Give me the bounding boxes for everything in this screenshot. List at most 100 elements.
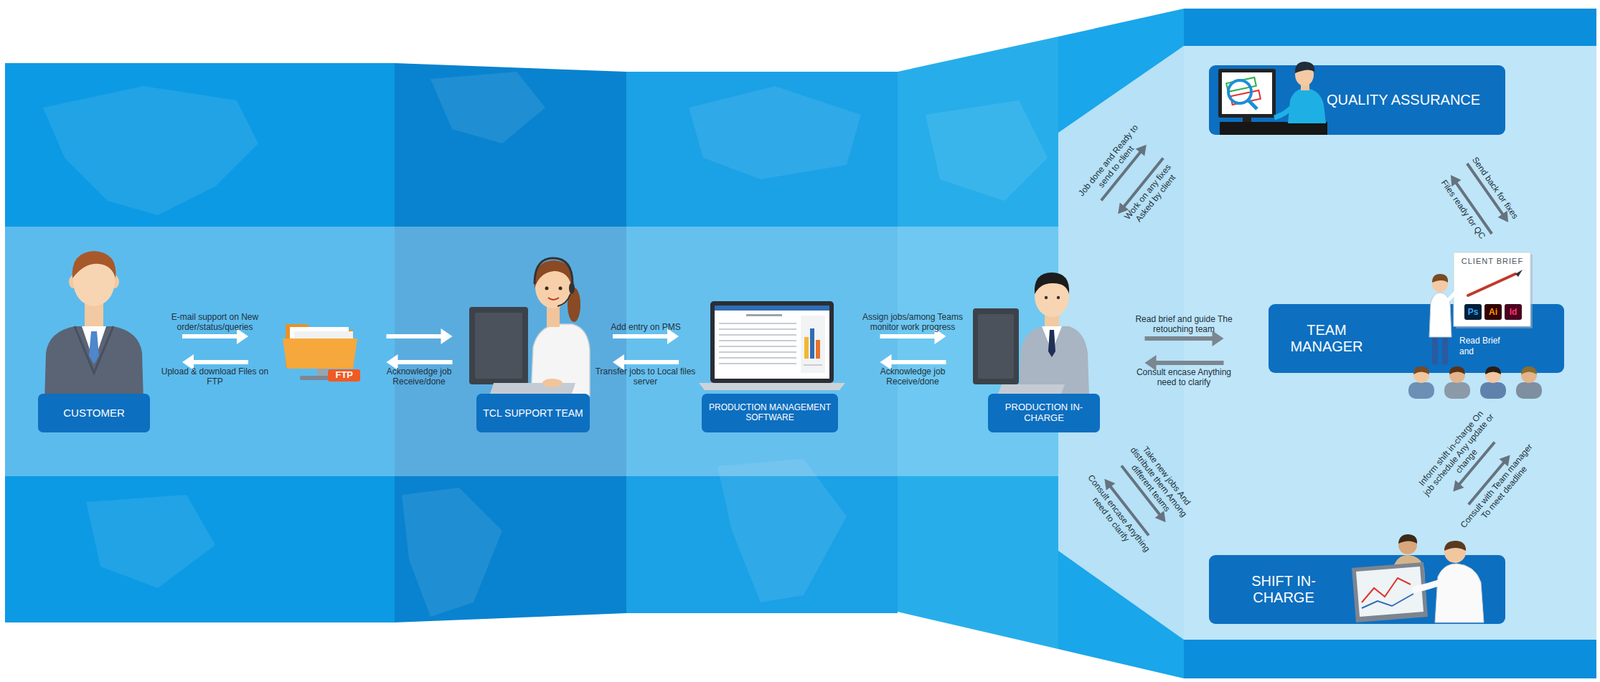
qa-illustration-part: [1274, 107, 1292, 118]
role-box: SHIFT IN-CHARGE: [1208, 555, 1506, 625]
support-agent-figure-part: [548, 297, 559, 300]
background-panel-part: [1183, 45, 1597, 640]
laptop-figure-part: [804, 337, 809, 359]
arrow-head: [441, 328, 453, 345]
laptop-figure-part: [718, 334, 797, 336]
team-manager-illustration-part: [1516, 382, 1542, 399]
arrow-line: [612, 334, 669, 339]
production-incharge-figure-part: [1048, 330, 1056, 358]
laptop-figure-part: [718, 351, 797, 354]
laptop-figure-part: [714, 305, 830, 379]
ftp-folder: FTP: [280, 316, 363, 383]
arrow-line: [1155, 360, 1225, 366]
app-icon: Ai: [1484, 304, 1502, 320]
arrow-line: [890, 360, 947, 365]
flow-arrow: [386, 328, 453, 345]
qa-illustration-part: [1228, 80, 1252, 104]
customer-figure-part: [88, 331, 100, 365]
arrow-label: Transfer jobs to Local files server: [591, 366, 700, 387]
arrow-label: Work on any fixes Asked by client: [1114, 152, 1189, 239]
qa-illustration-part: [1295, 61, 1315, 74]
team-manager-illustration-part: [1467, 274, 1516, 296]
team-manager-illustration: [1402, 247, 1550, 402]
support-agent-figure: [469, 258, 590, 397]
arrow-label: Read brief and guide The retouching team: [1130, 314, 1238, 335]
shift-incharge-illustration-part: [1414, 582, 1441, 590]
shift-incharge-illustration-part: [1444, 540, 1466, 552]
production-incharge-figure-part: [977, 314, 1014, 379]
team-manager-illustration-part: [1413, 367, 1430, 384]
team-manager-illustration-part: [1432, 274, 1448, 283]
laptop-figure-part: [810, 328, 815, 359]
step-box: TCL SUPPORT TEAM: [476, 393, 590, 433]
app-icon: Id: [1504, 304, 1522, 320]
box-label: PRODUCTION MANAGEMENT SOFTWARE: [705, 403, 835, 424]
box-label: TEAM MANAGER: [1272, 322, 1381, 356]
world-map-part: [925, 100, 1048, 201]
box-label: PRODUCTION IN-CHARGE: [991, 402, 1097, 425]
team-manager-illustration-part: [1444, 382, 1471, 399]
laptop-figure: [698, 301, 846, 391]
support-agent-figure-part: [568, 282, 575, 295]
ftp-folder-icon-part: [317, 368, 328, 376]
world-map-part: [430, 71, 546, 144]
world-map-part: [43, 86, 259, 216]
team-manager-illustration-part: [1442, 334, 1448, 365]
support-agent-figure-part: [545, 286, 549, 291]
world-map-part: [86, 495, 216, 589]
qa-illustration-part: [1248, 100, 1258, 110]
shift-incharge-illustration: [1348, 530, 1504, 626]
ftp-tag: FTP: [327, 369, 361, 382]
laptop-figure-part: [714, 305, 830, 311]
laptop-figure-part: [718, 322, 797, 325]
arrow-line: [386, 334, 443, 339]
box-label: TCL SUPPORT TEAM: [480, 407, 587, 420]
laptop-figure-part: [746, 314, 783, 317]
laptop-figure-part: [718, 357, 797, 359]
world-map-part: [401, 487, 503, 618]
laptop-figure-part: [718, 340, 797, 342]
team-manager-illustration-part: [1447, 288, 1460, 302]
support-agent-figure-part: [534, 258, 573, 285]
arrow-label: Take new jobs And distribute them Among …: [1115, 433, 1202, 531]
step-box: CUSTOMER: [38, 393, 150, 433]
shift-incharge-illustration-part: [1434, 563, 1484, 623]
shift-incharge-illustration-part: [1398, 534, 1418, 544]
team-manager-illustration-part: [1521, 366, 1537, 375]
app-icon: Ps: [1464, 304, 1482, 320]
shift-incharge-illustration-part: [1361, 594, 1414, 609]
customer-figure-part: [74, 326, 114, 374]
support-agent-figure-part: [557, 294, 571, 307]
laptop-figure-part: [698, 383, 846, 391]
team-manager-illustration-part: [1521, 367, 1537, 384]
arrow-label: Consult encase Anything need to clarify: [1130, 367, 1238, 388]
team-manager-illustration-part: [1480, 382, 1507, 399]
laptop-figure-part: [815, 340, 821, 359]
production-incharge-figure: [972, 272, 1090, 397]
team-manager-illustration-part: [1408, 382, 1435, 399]
team-manager-illustration-part: [1485, 367, 1501, 384]
light-band: [5, 226, 1059, 477]
step-box: PRODUCTION IN-CHARGE: [987, 393, 1100, 433]
arrow-label: Acknowledge job Receive/done: [365, 366, 473, 387]
arrow-label: Job done and Ready to send to client: [1075, 121, 1151, 207]
box-label: QUALITY ASSURANCE: [1326, 91, 1499, 109]
team-manager-illustration-part: [1449, 366, 1466, 375]
team-manager-illustration-part: [1449, 367, 1466, 384]
arrow-label: Files ready for QC: [1439, 177, 1489, 242]
arrow-label: Acknowledge job Receive/done: [858, 366, 967, 387]
customer-figure-part: [72, 251, 117, 279]
qa-illustration: [1212, 60, 1335, 137]
laptop-figure-part: [718, 328, 797, 331]
world-map-part: [717, 459, 847, 603]
board-caption: Read Brief and: [1459, 335, 1507, 358]
team-manager-illustration-part: [1413, 366, 1430, 375]
background-panel-part: [1183, 8, 1597, 46]
box-label: CUSTOMER: [41, 406, 147, 420]
laptop-figure-part: [718, 345, 797, 348]
qa-illustration-part: [1219, 121, 1328, 135]
ftp-folder-icon-part: [282, 338, 358, 369]
qa-illustration-part: [1218, 68, 1276, 118]
arrow-line: [396, 360, 453, 365]
